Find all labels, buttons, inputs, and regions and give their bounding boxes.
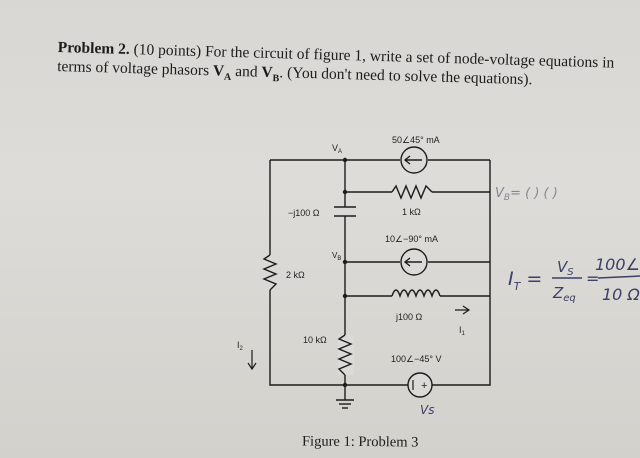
- resistor-2k: [262, 254, 278, 291]
- current-i1-arrow: [455, 305, 471, 315]
- current-i1-label: I1: [459, 325, 466, 337]
- node-a-junction: [342, 189, 348, 195]
- resistor-1k: [391, 184, 433, 200]
- capacitor-gap: [338, 207, 354, 216]
- circuit-wires: [269, 159, 491, 386]
- voltage-source-plus: +: [421, 380, 427, 392]
- inductor: [391, 289, 441, 299]
- eq-lhs: IT =: [508, 268, 542, 293]
- current-source-mid-arrow: [403, 257, 422, 267]
- handwritten-vb-note: VB= ( ) ( ): [495, 186, 558, 203]
- eq-den1: Zeq: [552, 284, 576, 304]
- eq-num2: 100∠: [595, 255, 640, 274]
- current-i2-arrow: [247, 350, 257, 371]
- resistor-10k-value: 10 kΩ: [303, 335, 327, 345]
- current-source-top-value: 50∠45° mA: [392, 135, 440, 145]
- node-a-label: VA: [332, 143, 342, 155]
- figure-caption: Figure 1: Problem 3: [301, 433, 419, 451]
- capacitor-value: −j100 Ω: [288, 208, 320, 218]
- node-b-label: VB: [332, 251, 341, 262]
- node-a: [342, 157, 348, 163]
- resistor-2k-value: 2 kΩ: [286, 270, 305, 280]
- voltage-source-value: 100∠−45° V: [391, 354, 441, 364]
- handwritten-equation: IT = VS Zeq = 100∠ 10 Ω: [508, 255, 640, 304]
- handwritten-vs-tag: Vs: [420, 403, 434, 417]
- current-source-mid-value: 10∠−90° mA: [385, 234, 438, 244]
- node-ground: [342, 382, 348, 388]
- current-source-top-arrow: [403, 155, 422, 165]
- node-b: [342, 259, 348, 265]
- eq-fraction-bar-2: [597, 275, 640, 279]
- eq-den2: 10 Ω: [602, 285, 640, 304]
- resistor-10k: [337, 334, 353, 376]
- resistor-1k-value: 1 kΩ: [402, 207, 421, 217]
- voltage-source: [407, 372, 433, 398]
- inductor-value: j100 Ω: [395, 312, 423, 322]
- eq-num1: VS: [557, 258, 574, 278]
- ground-symbol: [336, 385, 354, 409]
- current-i2-label: I2: [237, 340, 244, 352]
- eq-equals: =: [586, 269, 599, 288]
- node-b-junction: [342, 293, 348, 299]
